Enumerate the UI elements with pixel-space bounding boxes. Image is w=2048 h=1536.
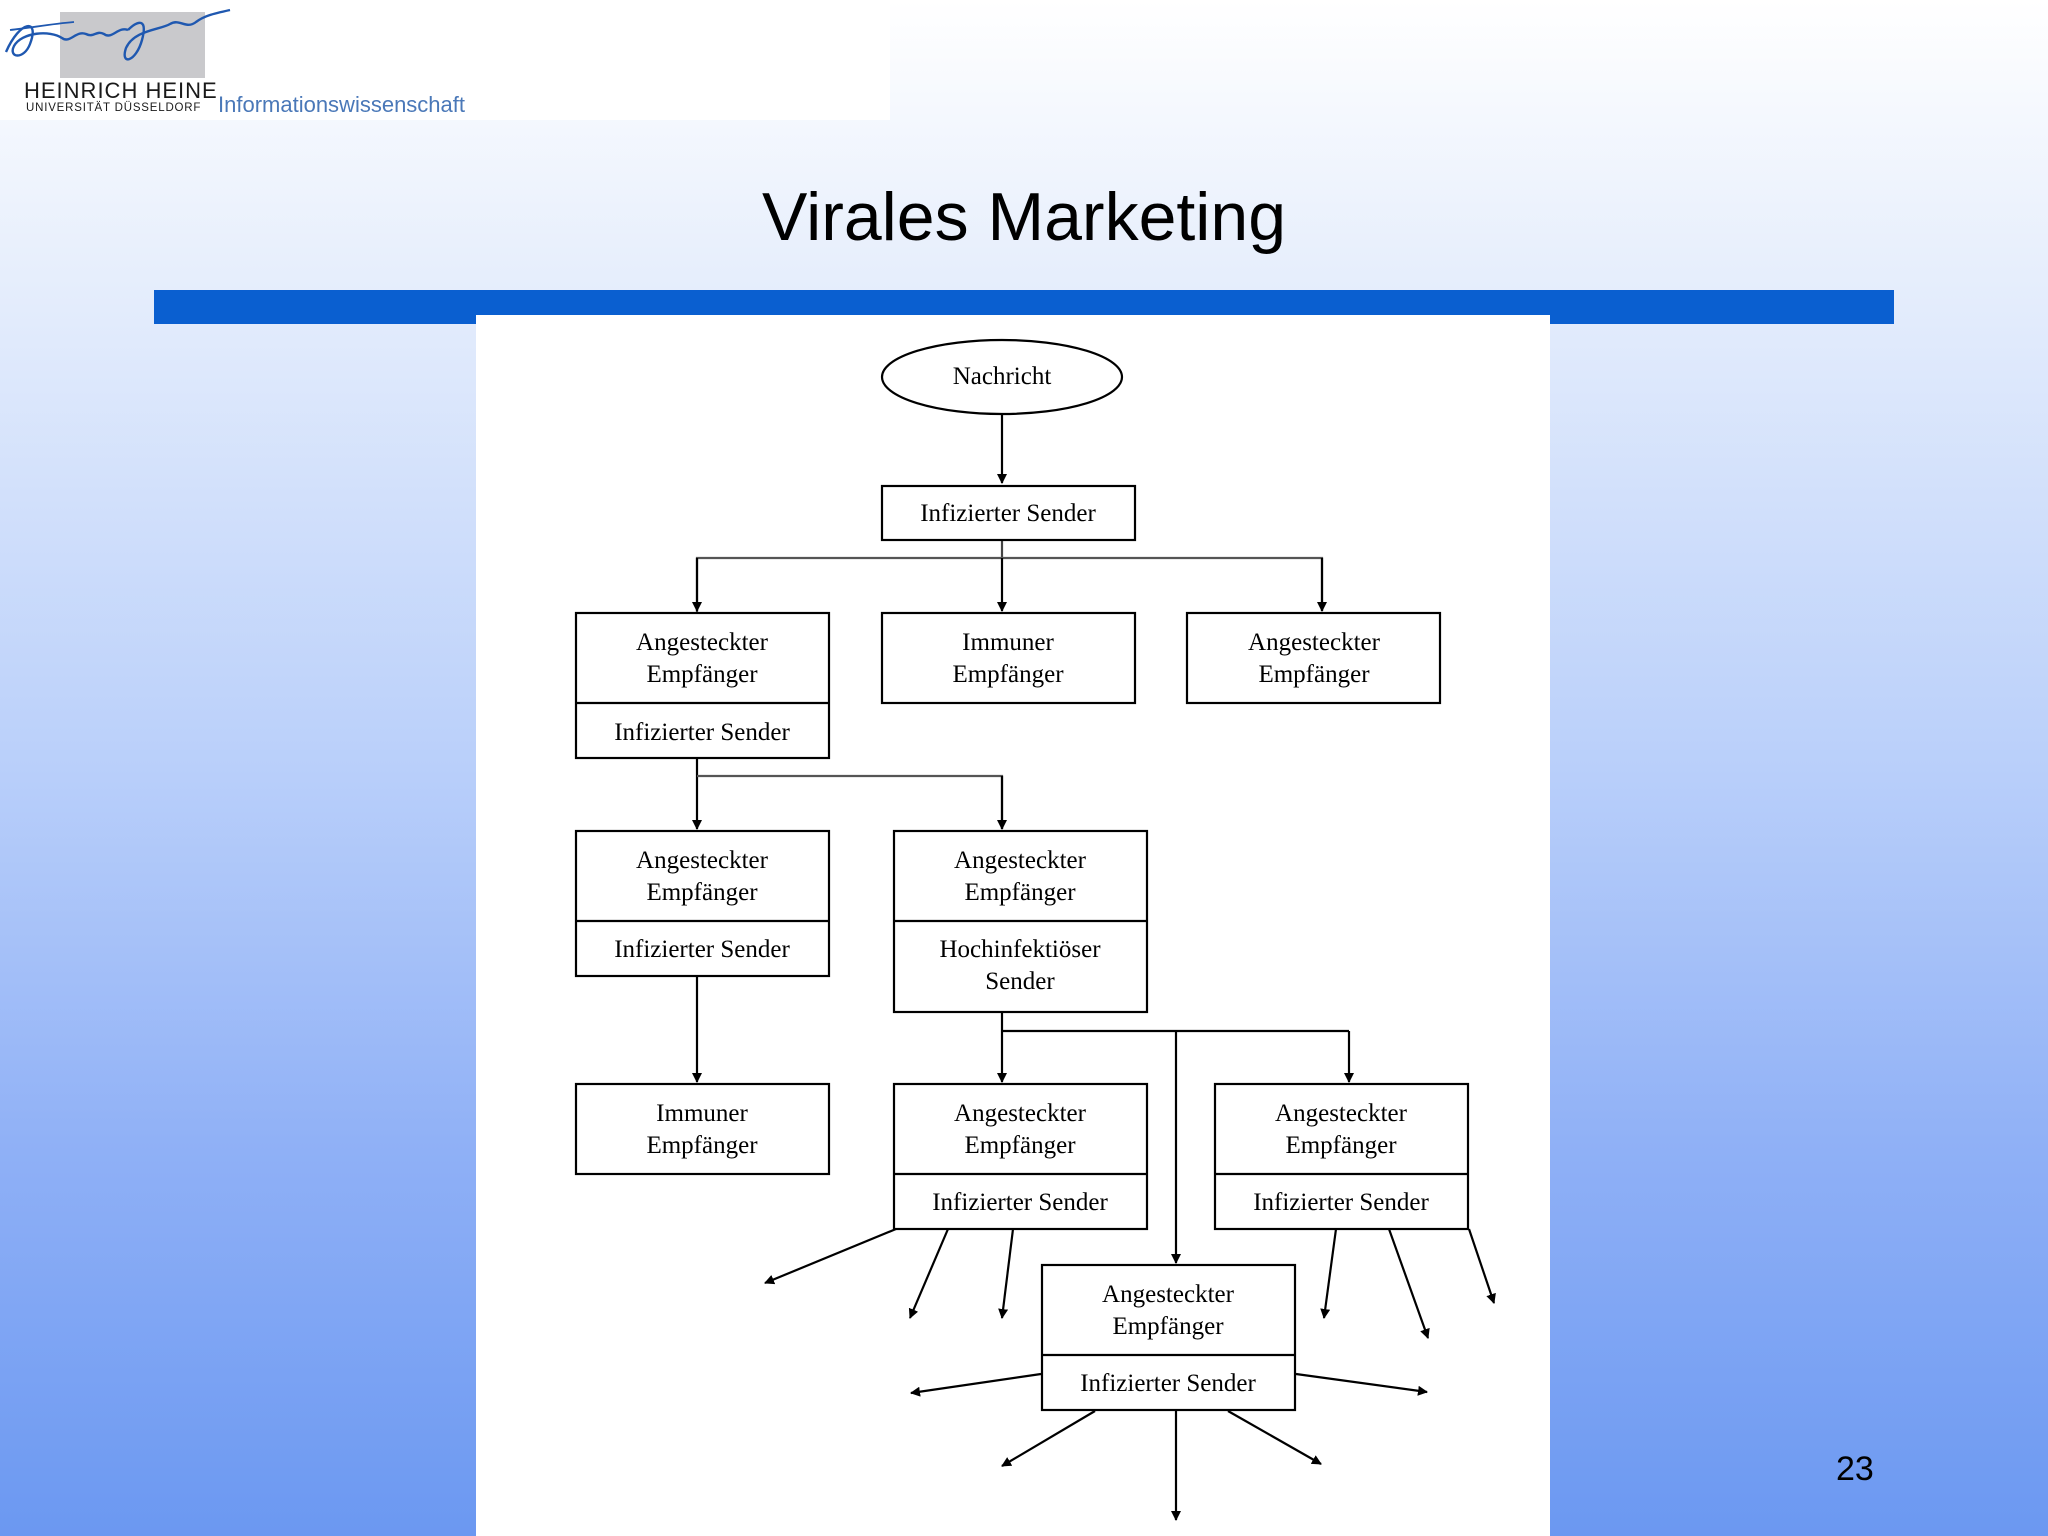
node-label: Empfänger bbox=[1112, 1313, 1224, 1340]
node-label: Empfänger bbox=[646, 879, 758, 906]
university-name: HEINRICH HEINE bbox=[24, 78, 218, 103]
node-label: Angesteckter bbox=[954, 847, 1087, 874]
node-label: Sender bbox=[985, 968, 1055, 995]
page-number: 23 bbox=[1836, 1450, 1874, 1488]
signature-logo bbox=[4, 8, 231, 61]
node-level2-middle: Immuner Empfänger bbox=[880, 611, 1137, 705]
node-level3-left: Angesteckter Empfänger Infizierter Sende… bbox=[574, 829, 831, 978]
node-level4-right: Angesteckter Empfänger Infizierter Sende… bbox=[1213, 1082, 1470, 1231]
node-label: Empfänger bbox=[646, 1132, 758, 1159]
node-label: Empfänger bbox=[964, 1132, 1076, 1159]
connectors bbox=[692, 414, 1496, 1521]
node-infizierter-sender-1: Infizierter Sender bbox=[880, 484, 1137, 542]
slide-title: Virales Marketing bbox=[761, 179, 1287, 255]
node-label: Hochinfektiöser bbox=[939, 936, 1101, 963]
node-label: Angesteckter bbox=[1102, 1281, 1235, 1308]
node-label: Angesteckter bbox=[1248, 629, 1381, 656]
node-level4-left: Immuner Empfänger bbox=[574, 1082, 831, 1176]
node-label: Empfänger bbox=[1285, 1132, 1397, 1159]
node-label: Infizierter Sender bbox=[614, 936, 790, 963]
node-level4-middle: Angesteckter Empfänger Infizierter Sende… bbox=[892, 1082, 1149, 1231]
node-nachricht: Nachricht bbox=[880, 338, 1124, 416]
node-label: Infizierter Sender bbox=[920, 500, 1096, 527]
node-label: Empfänger bbox=[1258, 661, 1370, 688]
node-label: Empfänger bbox=[952, 661, 1064, 688]
node-label: Infizierter Sender bbox=[614, 719, 790, 746]
university-logo[interactable]: HEINRICH HEINE UNIVERSITÄT DÜSSELDORF In… bbox=[0, 0, 490, 125]
node-label: Infizierter Sender bbox=[1080, 1370, 1256, 1397]
node-nachricht-label: Nachricht bbox=[953, 363, 1052, 390]
node-label: Empfänger bbox=[646, 661, 758, 688]
node-label: Infizierter Sender bbox=[932, 1189, 1108, 1216]
university-subtitle: UNIVERSITÄT DÜSSELDORF bbox=[26, 102, 202, 114]
node-label: Immuner bbox=[656, 1100, 748, 1127]
department-name: Informationswissenschaft bbox=[218, 92, 465, 117]
node-label: Empfänger bbox=[964, 879, 1076, 906]
node-level5-center: Angesteckter Empfänger Infizierter Sende… bbox=[1040, 1263, 1297, 1412]
node-label: Angesteckter bbox=[636, 629, 769, 656]
node-level3-right: Angesteckter Empfänger Hochinfektiöser S… bbox=[892, 829, 1149, 1014]
node-label: Angesteckter bbox=[954, 1100, 1087, 1127]
node-label: Infizierter Sender bbox=[1253, 1189, 1429, 1216]
node-level2-right: Angesteckter Empfänger bbox=[1185, 611, 1442, 705]
node-label: Angesteckter bbox=[1275, 1100, 1408, 1127]
node-label: Immuner bbox=[962, 629, 1054, 656]
node-level2-left: Angesteckter Empfänger Infizierter Sende… bbox=[574, 611, 831, 760]
node-label: Angesteckter bbox=[636, 847, 769, 874]
